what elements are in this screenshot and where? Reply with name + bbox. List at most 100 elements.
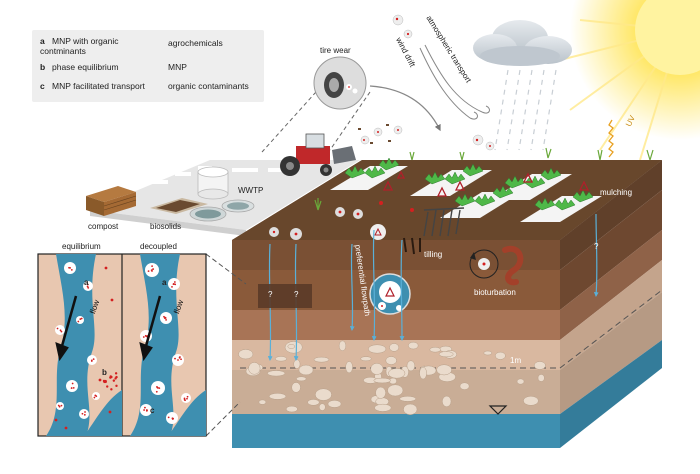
gravel-stone <box>267 370 286 377</box>
cloud-icon <box>473 20 572 151</box>
inset-particles <box>54 262 191 430</box>
inset-mnp <box>76 316 84 324</box>
inset-mnp <box>181 393 191 403</box>
crop-plant <box>364 165 386 179</box>
inset-organic-contaminant <box>110 388 113 391</box>
inset-mnp <box>140 404 152 416</box>
gravel-stone <box>399 395 417 402</box>
biosolids-label: biosolids <box>150 222 182 231</box>
crop-plant <box>378 157 400 171</box>
bioturbation-label: bioturbation <box>474 288 516 297</box>
flowpath-magnifier <box>369 273 411 315</box>
gravel-stone <box>406 360 416 372</box>
inset-flow-arrows <box>55 295 162 362</box>
inset-organic-contaminant <box>114 372 118 375</box>
gravel-stone <box>459 382 470 390</box>
inset-mnp <box>87 355 97 365</box>
gravel-stone <box>318 403 326 411</box>
wwtp-label: WWTP <box>238 186 264 195</box>
inset-mnp <box>66 380 78 392</box>
gravel-stone <box>285 405 298 413</box>
gravel-stone <box>408 341 419 350</box>
gravel-stone <box>429 347 441 353</box>
gravel-stone <box>370 363 384 375</box>
inset-mnp <box>172 354 184 366</box>
legend-agro-label: agrochemicals <box>168 38 223 48</box>
gravel-stone <box>436 364 452 376</box>
decoupled-label: decoupled <box>140 242 177 251</box>
inset-organic-contaminant <box>64 426 68 430</box>
gravel-stone <box>275 356 287 362</box>
crop-plant <box>444 171 466 185</box>
atmospheric-transport-arrows <box>419 44 490 120</box>
mulching-label: mulching <box>600 188 633 197</box>
inset-mnp <box>56 402 64 410</box>
gravel-stone <box>442 395 452 407</box>
gravel-stone <box>298 364 314 376</box>
legend-c-label: MNP facilitated transport <box>52 81 145 91</box>
gravel-stone <box>537 374 545 382</box>
crop-plant <box>424 171 446 185</box>
tilling-label: tilling <box>424 250 443 259</box>
crop-plant <box>462 163 484 177</box>
inset-organic-contaminant <box>54 418 58 422</box>
inset-organic-contaminant <box>98 378 102 382</box>
inset-mnp <box>92 392 100 400</box>
crop-plant <box>524 175 546 189</box>
gravel-stone <box>238 349 254 360</box>
gravel-stone <box>403 403 418 415</box>
gravel-stone <box>258 399 267 405</box>
inset-organic-contaminant <box>108 410 112 414</box>
gravel-stone <box>287 344 296 349</box>
gravel-stone <box>315 388 332 401</box>
compost-bin <box>86 186 137 216</box>
gravel-stone <box>516 378 525 385</box>
crop-plant <box>492 185 514 199</box>
gravel-stone <box>313 356 330 363</box>
unknown-q1: ? <box>268 290 273 299</box>
crop-plant <box>474 193 496 207</box>
crop-plant <box>344 165 366 179</box>
legend-organic-label: organic contaminants <box>168 81 249 91</box>
gravel-stone <box>495 351 506 360</box>
gravel-stone <box>533 361 546 370</box>
gravel-stone <box>374 403 392 412</box>
inset-organic-contaminant <box>104 266 108 270</box>
inset-organic-contaminant <box>109 376 112 379</box>
legend-panel <box>32 30 264 102</box>
legend-b-label: phase equilibrium <box>52 62 119 72</box>
gravel-stone <box>373 377 391 384</box>
gravel-stone <box>345 361 353 374</box>
gravel-stone <box>419 366 427 380</box>
gravel-stone <box>291 382 301 393</box>
unknown-q3: ? <box>594 242 599 251</box>
gravel-stone <box>368 344 387 354</box>
legend-a-label: MNP with organic contminants <box>40 36 119 56</box>
inset-mnp <box>83 281 93 291</box>
inset-b: b <box>102 368 107 377</box>
inset-mnp <box>160 312 172 324</box>
tilling-tool <box>423 207 465 237</box>
gravel-stone <box>388 368 406 379</box>
gravel-stone <box>293 359 301 369</box>
gravel-stone <box>483 350 493 356</box>
inset-organic-contaminant <box>112 379 116 382</box>
tire-wear-label: tire wear <box>320 46 351 55</box>
gravel-stone <box>385 356 397 365</box>
wind-drift-particles <box>392 14 495 151</box>
gravel-stone <box>268 393 287 400</box>
spread-particles <box>358 124 403 145</box>
unknown-zone <box>258 284 312 308</box>
inset-a-left: a <box>84 278 89 287</box>
surface-mnp <box>269 201 414 240</box>
equilibrium-label: equilibrium <box>62 242 101 251</box>
uv-ray <box>608 119 614 158</box>
small-weeds <box>314 147 654 211</box>
inset-mnp <box>151 381 165 395</box>
gravel-stone <box>360 356 372 362</box>
crop-plants <box>344 157 594 211</box>
